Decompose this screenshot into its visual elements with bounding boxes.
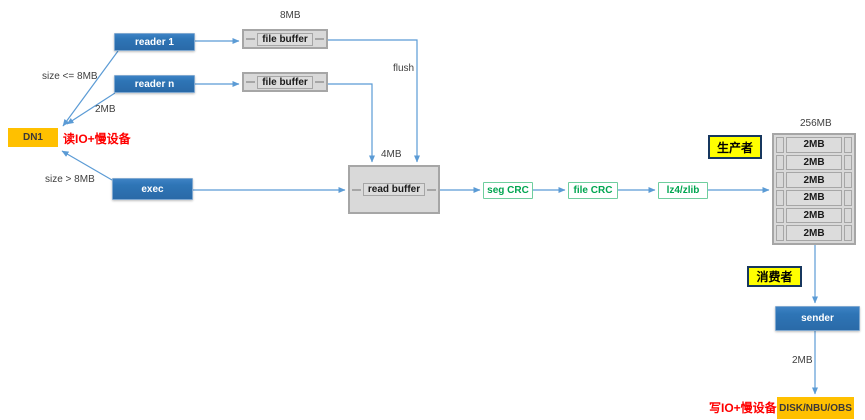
queue-slot-right [844, 190, 852, 206]
queue-slot: 2MB [776, 154, 852, 171]
queue-slot: 2MB [776, 207, 852, 224]
dn1-label: DN1 [22, 132, 43, 143]
consumer-node[interactable]: 消费者 [747, 266, 802, 287]
exec-node[interactable]: exec [112, 178, 193, 200]
two-mb-send-label: 2MB [792, 355, 813, 366]
reader1-node[interactable]: reader 1 [114, 33, 195, 51]
queue-slot-size: 2MB [786, 137, 842, 153]
two-mb-read-label: 2MB [95, 104, 116, 115]
read-buffer-left-cell [352, 188, 361, 191]
producer-label: 生产者 [716, 140, 753, 155]
queue-slot-left [776, 190, 784, 206]
arrow-filebuffer1-flush-to-readbuffer [328, 39, 420, 163]
file-crc-label: file CRC [573, 185, 613, 196]
queue-capacity-label: 256MB [800, 118, 832, 129]
dn1-node[interactable]: DN1 [8, 128, 58, 147]
seg-crc-node[interactable]: seg CRC [483, 182, 533, 199]
queue-slot-left [776, 154, 784, 171]
queue-slot-right [844, 225, 852, 242]
file-buffer-2-node: file buffer [242, 72, 328, 92]
lz4-zlib-node[interactable]: lz4/zlib [658, 182, 708, 199]
queue-slot-right [844, 137, 852, 153]
four-mb-label: 4MB [381, 149, 402, 160]
arrow-readern-to-dn1 [66, 92, 116, 125]
reader-n-node[interactable]: reader n [114, 75, 195, 93]
exec-label: exec [141, 183, 164, 195]
file-buffer-2-label: file buffer [257, 75, 313, 89]
queue-slot-left [776, 172, 784, 189]
queue-slot-right [844, 154, 852, 171]
read-io-warning-text: 读IO+慢设备 [63, 132, 131, 146]
sender-node[interactable]: sender [775, 306, 860, 331]
arrow-exec-to-dn1 [61, 150, 113, 181]
file-crc-node[interactable]: file CRC [568, 182, 618, 199]
queue-slot-size: 2MB [786, 154, 842, 171]
lz4-zlib-label: lz4/zlib [666, 185, 700, 196]
file-buffer-1-left-cell [246, 38, 255, 40]
queue-slot-size: 2MB [786, 207, 842, 224]
queue-slot-right [844, 172, 852, 189]
read-buffer-label: read buffer [363, 183, 425, 196]
arrow-filebuffer2-flush-to-readbuffer [328, 83, 375, 163]
file-buffer-1-node: file buffer [242, 29, 328, 49]
disk-nbu-obs-node[interactable]: DISK/NBU/OBS [777, 397, 854, 419]
queue-slot-size: 2MB [786, 190, 842, 206]
eight-mb-label: 8MB [280, 10, 301, 21]
arrow-reader1-to-dn1 [62, 50, 119, 127]
reader-n-label: reader n [134, 78, 175, 90]
queue-slot: 2MB [776, 190, 852, 206]
buffer-queue: 2MB 2MB 2MB 2MB 2MB 2MB [772, 133, 856, 245]
file-buffer-2-right-cell [315, 81, 324, 83]
file-buffer-1-right-cell [315, 38, 324, 40]
reader1-label: reader 1 [135, 36, 174, 48]
read-buffer-node: read buffer [348, 165, 440, 214]
queue-slot-left [776, 225, 784, 242]
write-io-warning-text: 写IO+慢设备 [709, 401, 777, 415]
seg-crc-label: seg CRC [487, 185, 529, 196]
sender-label: sender [801, 313, 834, 324]
file-buffer-1-label: file buffer [257, 32, 313, 46]
queue-slot-size: 2MB [786, 172, 842, 189]
flush-label: flush [393, 63, 415, 74]
file-buffer-2-left-cell [246, 81, 255, 83]
consumer-label: 消费者 [756, 270, 793, 284]
queue-slot-right [844, 207, 852, 224]
producer-node[interactable]: 生产者 [708, 135, 762, 159]
queue-slot: 2MB [776, 225, 852, 242]
queue-slot-left [776, 207, 784, 224]
read-buffer-right-cell [427, 188, 436, 191]
queue-slot-size: 2MB [786, 225, 842, 242]
size-gt-8mb-label: size > 8MB [45, 174, 95, 185]
size-le-8mb-label: size <= 8MB [42, 71, 98, 82]
queue-slot: 2MB [776, 137, 852, 153]
queue-slot-left [776, 137, 784, 153]
disk-nbu-obs-label: DISK/NBU/OBS [779, 402, 852, 414]
queue-slot: 2MB [776, 172, 852, 189]
